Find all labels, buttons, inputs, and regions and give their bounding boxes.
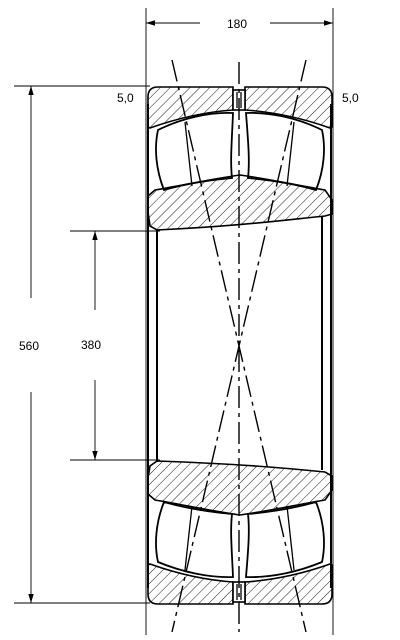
roller-bottom-right-line: [286, 505, 295, 571]
outer-diameter-dimension: 560: [14, 85, 150, 604]
roller-top-left-line: [184, 121, 193, 187]
roller-bottom-right: [245, 500, 325, 578]
outer-ring-top-right: [244, 86, 333, 129]
roller-bottom-left: [155, 500, 234, 578]
width-label: 180: [227, 17, 247, 31]
bottom-half: [147, 460, 333, 605]
outer-diameter-label: 560: [19, 339, 39, 353]
top-half: [147, 86, 333, 231]
inner-ring-bottom: [147, 460, 333, 516]
roller-top-right-line: [286, 121, 295, 187]
inner-ring-top: [147, 174, 333, 231]
center-lines: [171, 59, 307, 633]
outer-ring-bottom-right: [244, 563, 333, 605]
bore-diameter-dimension: 380: [70, 230, 160, 461]
width-dimension: 180: [145, 8, 334, 635]
chamfer-left-label: 5,0: [117, 91, 134, 105]
outer-ring-top-left: [147, 86, 234, 129]
contact-line-right: [171, 59, 307, 633]
bore-diameter-label: 380: [81, 338, 101, 352]
roller-bottom-left-line: [184, 505, 193, 571]
chamfer-right-label: 5,0: [342, 91, 359, 105]
